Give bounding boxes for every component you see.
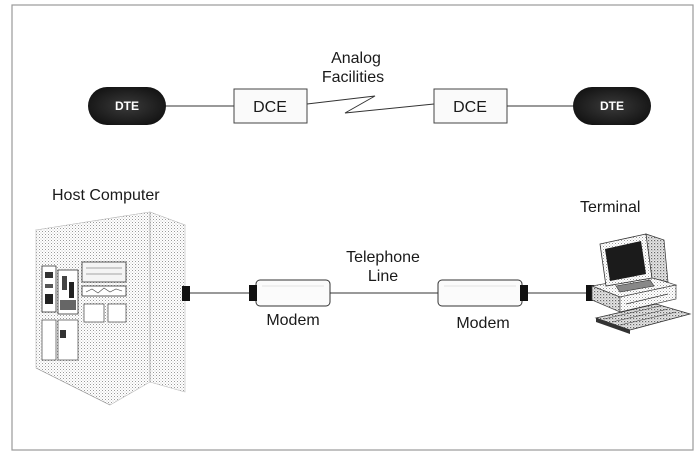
modem-left-icon [249, 279, 331, 307]
dte-right-label: DTE [600, 99, 624, 113]
connector-icon [182, 286, 190, 301]
host-computer-label: Host Computer [52, 187, 160, 204]
modem-right-label: Modem [456, 315, 509, 332]
analog-label-line2: Facilities [322, 69, 384, 86]
dte-left-node: DTE [88, 87, 166, 125]
analog-facilities-link [306, 95, 435, 114]
telephone-label-line1: Telephone [346, 249, 420, 266]
dte-right-node: DTE [573, 87, 651, 125]
dce-left-node: DCE [233, 88, 308, 124]
modem-left-label: Modem [266, 312, 319, 329]
host-computer-icon [34, 211, 187, 406]
dce-right-label: DCE [453, 99, 487, 116]
dce-right-node: DCE [433, 88, 508, 124]
telephone-label-line2: Line [368, 268, 398, 285]
analog-label-line1: Analog [331, 50, 381, 67]
terminal-icon [586, 233, 692, 334]
diagram-border [11, 4, 694, 451]
dte-left-label: DTE [115, 99, 139, 113]
modem-right-icon [437, 279, 528, 307]
terminal-label: Terminal [580, 199, 640, 216]
dce-left-label: DCE [253, 99, 287, 116]
